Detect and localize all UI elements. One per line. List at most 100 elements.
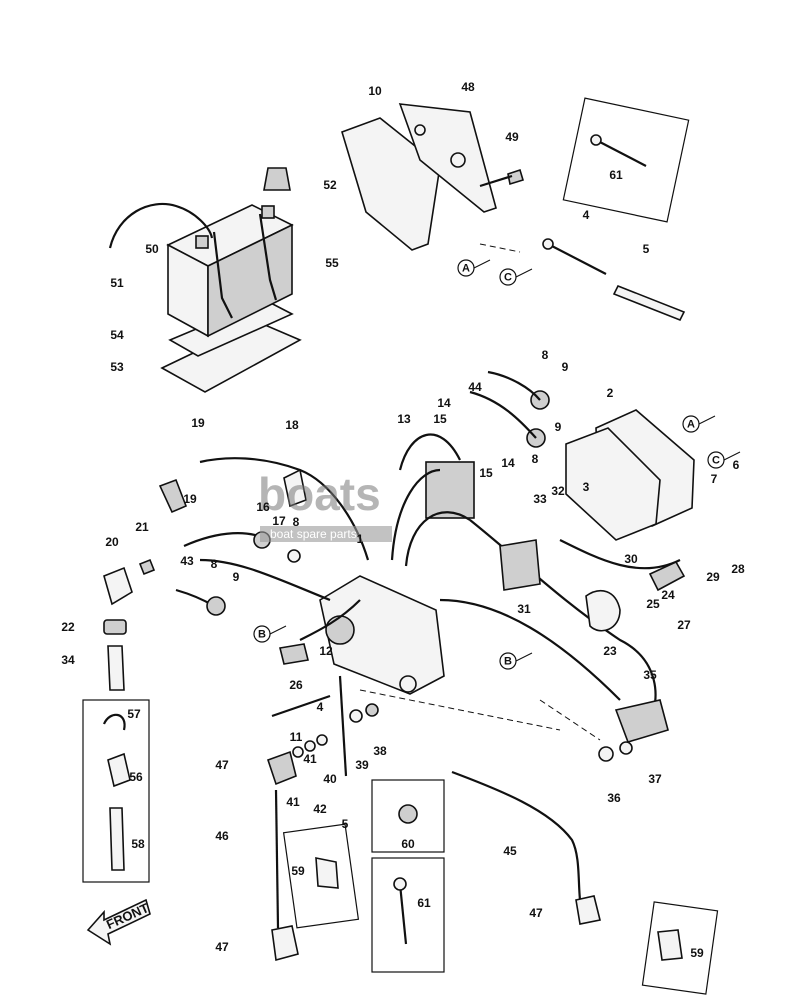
- grommet-60: [398, 804, 418, 824]
- watermark-banner: [260, 526, 392, 542]
- callout-7: 7: [711, 472, 718, 486]
- callout-9: 9: [555, 420, 562, 434]
- callout-19: 19: [183, 492, 197, 506]
- callout-57: 57: [127, 707, 141, 721]
- connector-letter: B: [258, 628, 266, 640]
- callout-56: 56: [129, 770, 143, 784]
- callout-61: 61: [417, 896, 431, 910]
- rod-eye: [542, 238, 554, 250]
- callout-20: 20: [105, 535, 119, 549]
- plug-cap: [158, 478, 188, 514]
- inset-box-spark-plug: [82, 699, 150, 883]
- inset-box-59: [282, 823, 360, 929]
- callout-26: 26: [289, 678, 303, 692]
- harness-wire: [559, 539, 681, 570]
- battery-strap: [212, 231, 233, 319]
- callout-15: 15: [479, 466, 493, 480]
- callout-9: 9: [562, 360, 569, 374]
- inset-box-60: [371, 779, 445, 853]
- washer-39: [349, 709, 363, 723]
- connector-C: C: [499, 268, 533, 286]
- callout-28: 28: [731, 562, 745, 576]
- plug-cap-47: [266, 750, 297, 786]
- battery-cable-50: [108, 202, 214, 249]
- magneto-wire: [199, 558, 331, 602]
- callout-14: 14: [437, 396, 451, 410]
- terminal-cap-52: [263, 167, 291, 191]
- connector-A: A: [457, 259, 491, 277]
- callout-41: 41: [303, 752, 317, 766]
- callout-5: 5: [342, 817, 349, 831]
- flywheel-cover: [325, 615, 355, 645]
- coil-wire: [404, 511, 471, 567]
- callout-47: 47: [215, 758, 229, 772]
- callout-39: 39: [355, 758, 369, 772]
- magneto-wire: [299, 599, 361, 641]
- callout-47: 47: [529, 906, 543, 920]
- connector-arrow: [698, 415, 716, 425]
- battery-terminal: [195, 235, 209, 249]
- wire-lead: [487, 370, 541, 401]
- watermark-subtext: boat spare parts: [270, 527, 357, 541]
- connector-arrow: [269, 625, 287, 635]
- high-tension-cord-46: [274, 789, 280, 929]
- spark-plug-58: [109, 807, 125, 871]
- callout-37: 37: [648, 772, 662, 786]
- connector-letter: C: [712, 454, 720, 466]
- callout-32: 32: [551, 484, 565, 498]
- magneto-housing-1: [319, 575, 445, 695]
- callout-52: 52: [323, 178, 337, 192]
- callout-23: 23: [603, 644, 617, 658]
- shaft-5: [338, 675, 348, 777]
- fuse-30: [648, 560, 686, 592]
- callout-19: 19: [191, 416, 205, 430]
- connector-B: B: [253, 625, 287, 643]
- callout-44: 44: [468, 380, 482, 394]
- bracket-group: [341, 103, 524, 251]
- reference-line: [479, 243, 521, 253]
- callout-60: 60: [401, 837, 415, 851]
- coil-wire: [398, 433, 461, 471]
- callout-9: 9: [233, 570, 240, 584]
- switch-35: [614, 699, 669, 743]
- clip-57: [102, 713, 126, 731]
- callout-59: 59: [291, 864, 305, 878]
- washer-41: [304, 740, 316, 752]
- plug-cap-47: [575, 895, 601, 925]
- callout-17: 17: [272, 514, 286, 528]
- callout-5: 5: [643, 242, 650, 256]
- callout-53: 53: [110, 360, 124, 374]
- reference-line: [359, 689, 561, 731]
- rectifier-23: [585, 589, 621, 632]
- callout-25: 25: [646, 597, 660, 611]
- connector-letter: C: [504, 271, 512, 283]
- battery-strap: [258, 213, 278, 301]
- connector-C: C: [707, 451, 741, 469]
- battery-terminal: [261, 205, 275, 219]
- front-label: FRONT: [104, 900, 151, 932]
- regulator-31: [499, 539, 541, 591]
- bolt-49-shank: [479, 174, 513, 188]
- connector-26: [279, 643, 309, 665]
- connector-arrow: [473, 259, 491, 269]
- pin-5: [612, 284, 686, 322]
- callout-8: 8: [532, 452, 539, 466]
- reference-line: [539, 699, 601, 741]
- callout-8: 8: [542, 348, 549, 362]
- callout-2: 2: [607, 386, 614, 400]
- callout-6: 6: [733, 458, 740, 472]
- plate-hole: [450, 152, 466, 168]
- strap-eye: [393, 877, 407, 891]
- connector-letter: B: [504, 655, 512, 667]
- callout-54: 54: [110, 328, 124, 342]
- cable-strap-61: [595, 139, 647, 167]
- washer-40: [316, 734, 328, 746]
- elbow-20: [103, 566, 133, 606]
- callout-22: 22: [61, 620, 75, 634]
- ignition-coil-assembly: [390, 433, 686, 743]
- clamp-18: [283, 468, 307, 508]
- callout-34: 34: [61, 653, 75, 667]
- callout-15: 15: [433, 412, 447, 426]
- electric-box-gasket-3: [565, 427, 661, 541]
